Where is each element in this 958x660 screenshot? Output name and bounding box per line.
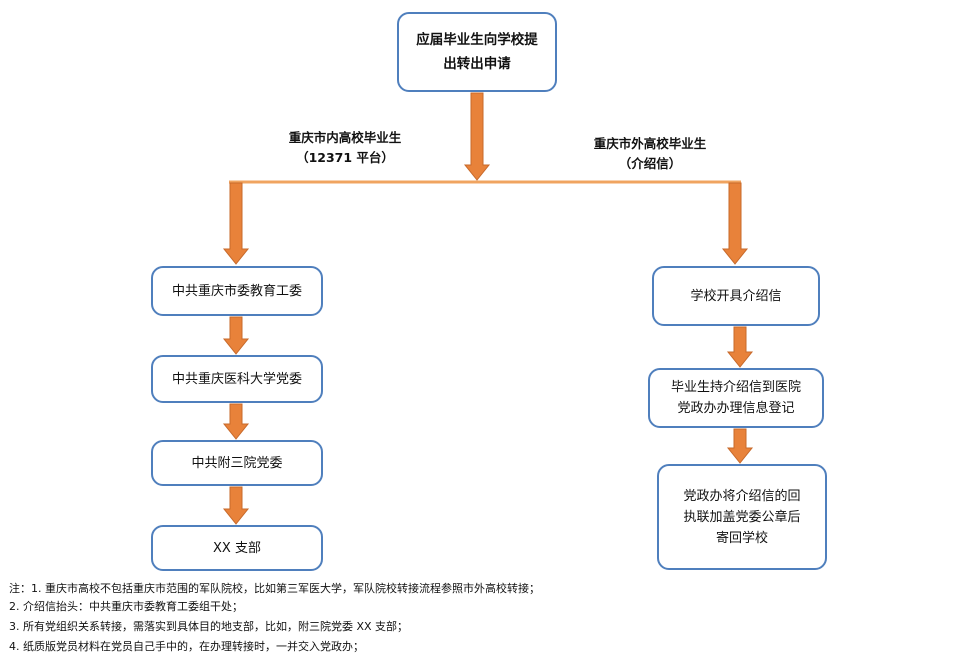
left-step-1-box: 中共重庆市委教育工委: [151, 266, 323, 316]
arrow-branch-to-right-1: [721, 182, 749, 265]
arrow-top-to-branch: [463, 92, 491, 181]
left-step-2-box: 中共重庆医科大学党委: [151, 355, 323, 403]
right-step-2-box: 毕业生持介绍信到医院 党政办办理信息登记: [648, 368, 824, 428]
branch-label-right: 重庆市外高校毕业生 （介绍信）: [593, 136, 707, 171]
note-2: 2. 介绍信抬头：中共重庆市委教育工委组干处；: [9, 600, 243, 613]
branch-label-left: 重庆市内高校毕业生 （12371 平台）: [288, 130, 402, 165]
note-4: 4. 纸质版党员材料在党员自己手中的，在办理转接时，一并交入党政办；: [9, 640, 364, 653]
arrow-left-3-to-4: [222, 486, 250, 525]
left-step-4-box: XX 支部: [151, 525, 323, 571]
arrow-left-1-to-2: [222, 316, 250, 355]
arrow-right-1-to-2: [726, 326, 754, 368]
arrow-left-2-to-3: [222, 403, 250, 440]
top-start-box: 应届毕业生向学校提 出转出申请: [397, 12, 557, 92]
note-1: 注：1. 重庆市高校不包括重庆市范围的军队院校，比如第三军医大学，军队院校转接流…: [9, 582, 540, 595]
arrow-branch-to-left-1: [222, 182, 250, 265]
note-3: 3. 所有党组织关系转接，需落实到具体目的地支部，比如，附三院党委 XX 支部；: [9, 620, 409, 633]
left-step-3-box: 中共附三院党委: [151, 440, 323, 486]
right-step-3-box: 党政办将介绍信的回 执联加盖党委公章后 寄回学校: [657, 464, 827, 570]
arrow-right-2-to-3: [726, 428, 754, 464]
right-step-1-box: 学校开具介绍信: [652, 266, 820, 326]
